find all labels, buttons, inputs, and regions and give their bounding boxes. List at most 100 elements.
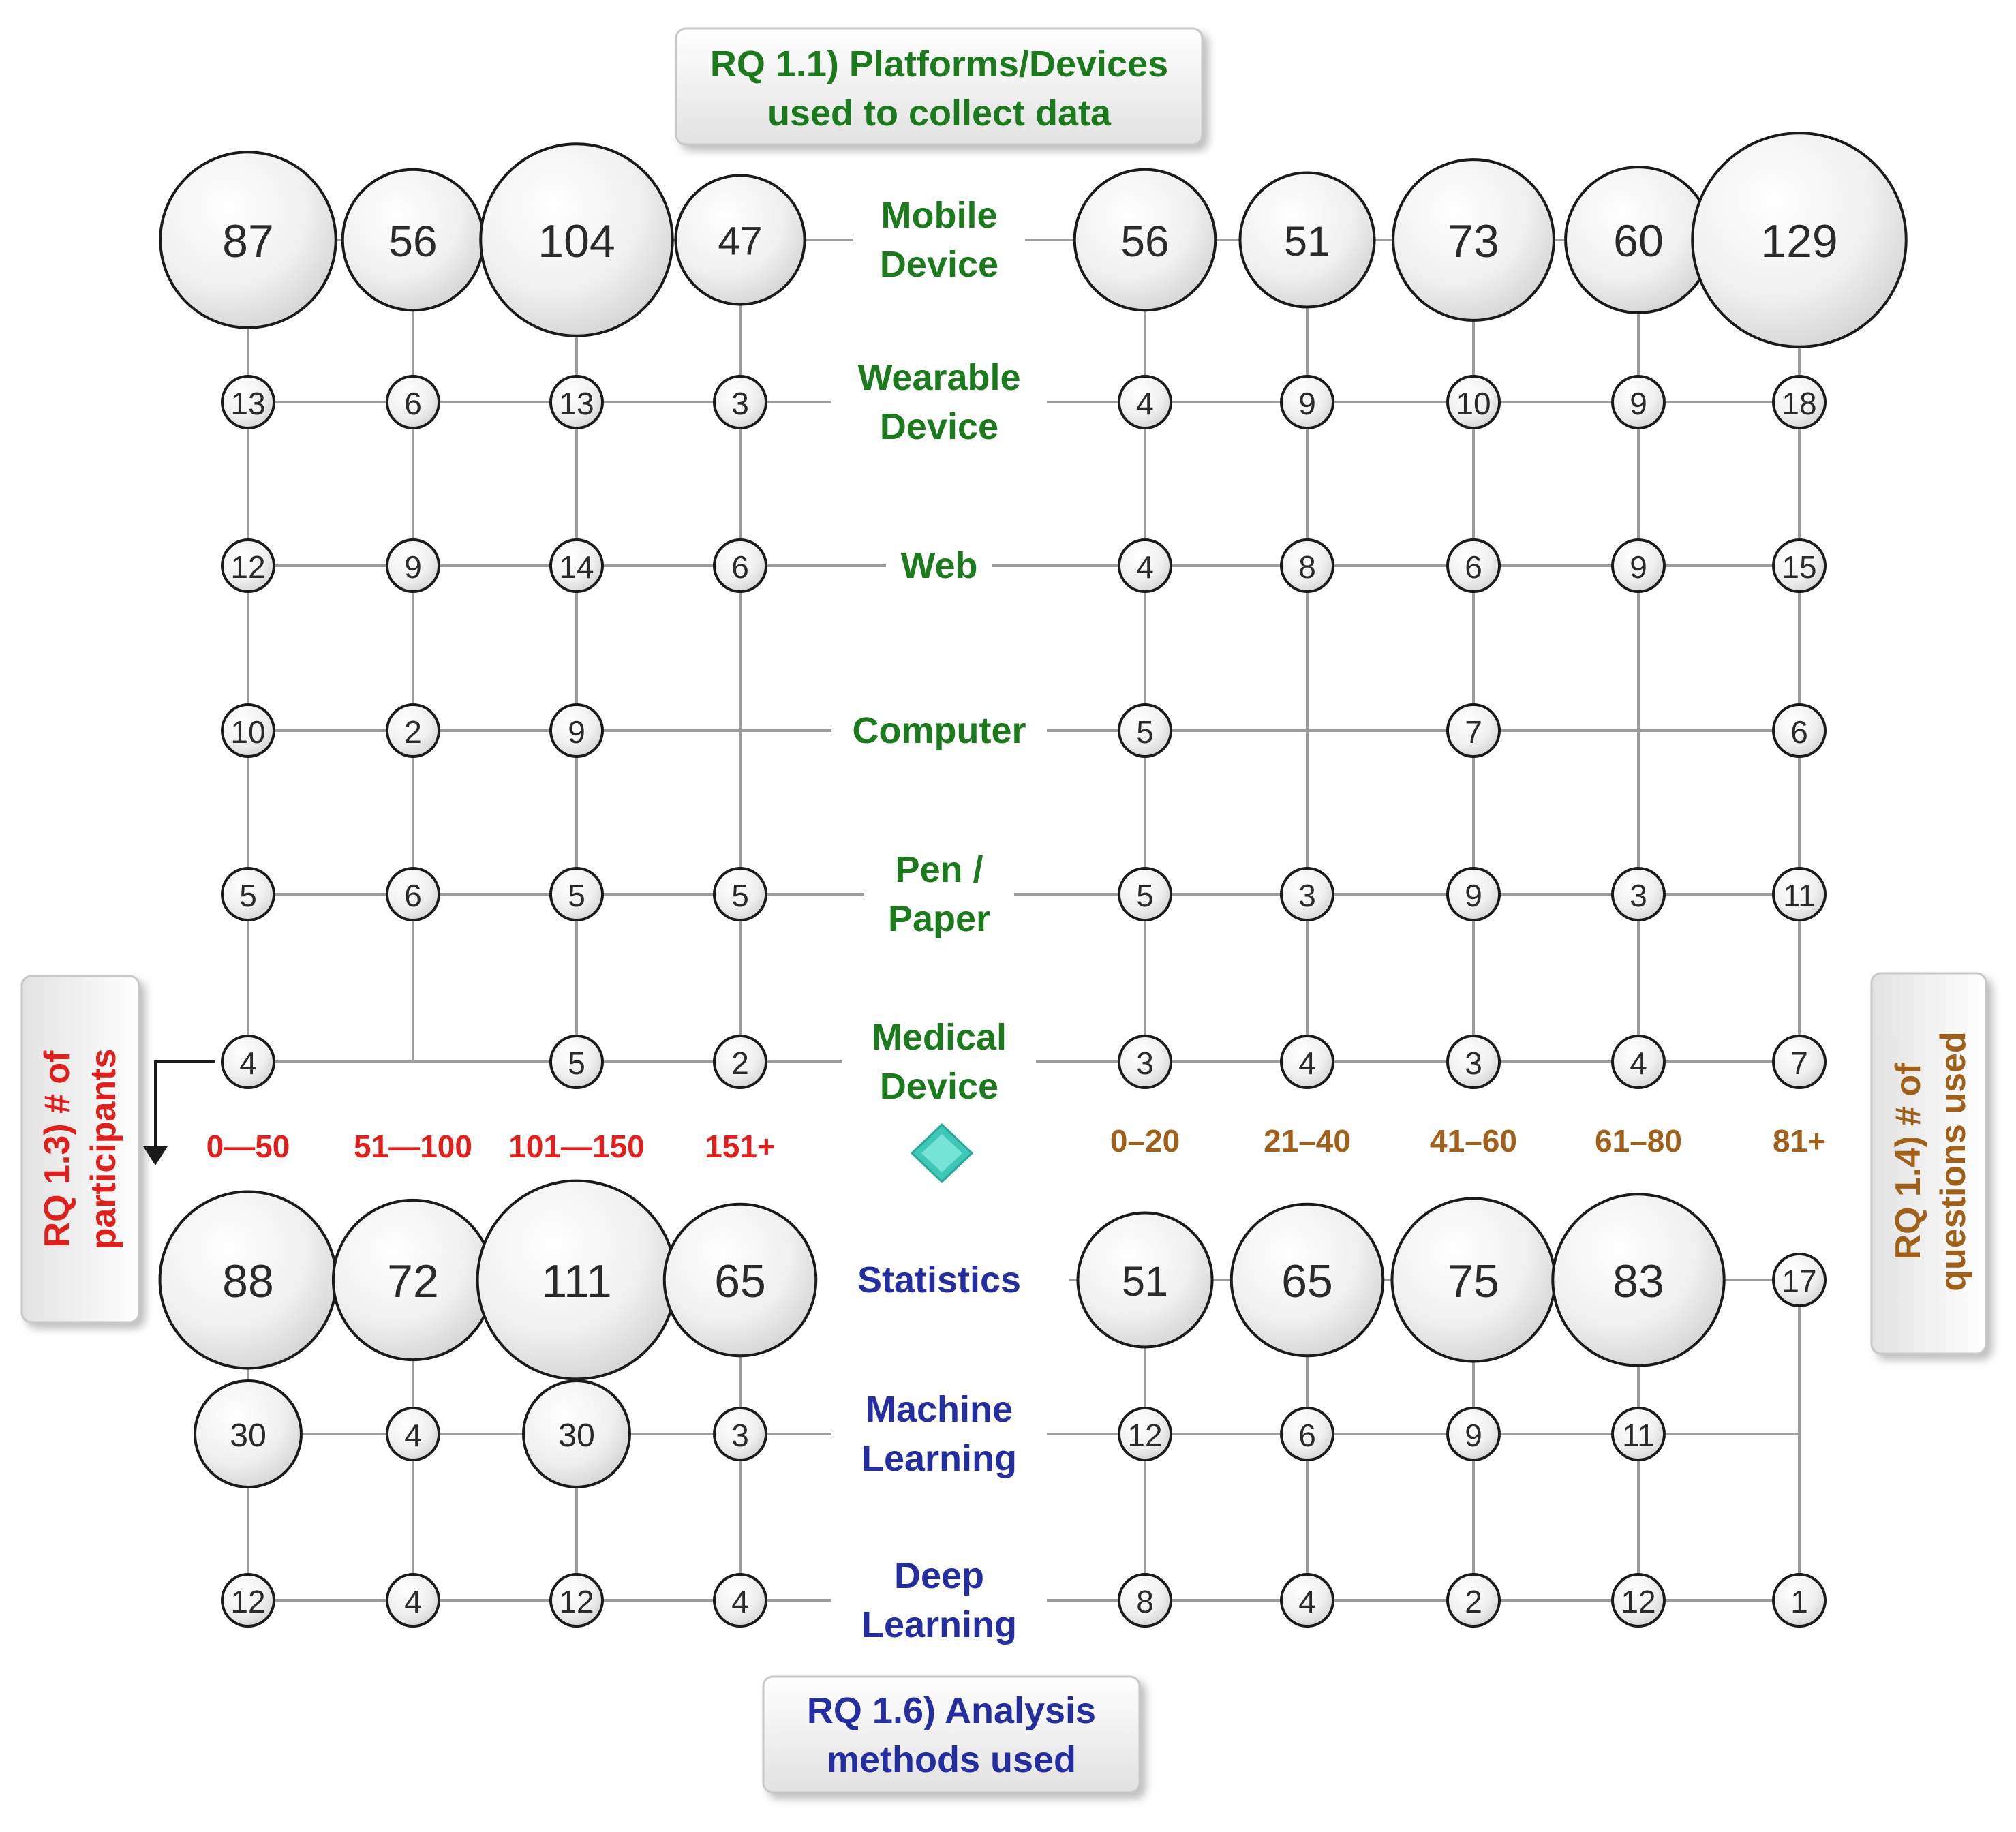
bubble-pen-paper-participants-2-circle <box>386 867 440 921</box>
bubble-web-participants-1-value: 12 <box>230 549 265 585</box>
bubble-medical-device-participants-3-circle <box>549 1035 604 1089</box>
bubble-mobile-device-participants-2: 56 <box>341 168 485 312</box>
bubble-pen-paper-participants-1: 5 <box>221 867 275 921</box>
bubble-computer-participants-3: 9 <box>549 703 604 758</box>
bubble-medical-device-questions-2: 4 <box>1280 1035 1334 1089</box>
bubble-medical-device-questions-3-value: 3 <box>1465 1045 1482 1081</box>
row-label-deep-learning: Deep <box>894 1555 984 1596</box>
bubble-wearable-device-participants-4-value: 3 <box>731 386 749 421</box>
bubble-deep-learning-participants-4-value: 4 <box>731 1584 749 1619</box>
grid-lines <box>247 239 1801 1602</box>
bubble-mobile-device-participants-3-circle <box>479 142 674 337</box>
bubble-medical-device-questions-1-value: 3 <box>1136 1045 1154 1081</box>
bubble-pen-paper-participants-4-value: 5 <box>731 878 749 913</box>
participant-group-label-2: 51—100 <box>354 1129 472 1164</box>
bubble-machine-learning-participants-1: 30 <box>194 1379 303 1488</box>
bubble-wearable-device-questions-2-value: 9 <box>1298 386 1316 421</box>
bubble-deep-learning-participants-2: 4 <box>386 1573 440 1628</box>
bubble-mobile-device-participants-1-value: 87 <box>222 215 274 267</box>
bubble-computer-questions-3-value: 7 <box>1465 714 1482 750</box>
row-label-web: Web <box>900 545 977 586</box>
bubble-pen-paper-questions-5-circle <box>1772 867 1827 921</box>
bubble-machine-learning-questions-4: 11 <box>1611 1407 1666 1461</box>
bubble-computer-questions-5-circle <box>1772 703 1827 758</box>
rq11-title-box: RQ 1.1) Platforms/Devices used to collec… <box>675 27 1204 146</box>
bubble-pen-paper-questions-3-value: 9 <box>1465 878 1482 913</box>
rq16-title-line1: RQ 1.6) Analysis <box>807 1690 1096 1731</box>
bubble-wearable-device-participants-3-value: 13 <box>559 386 594 421</box>
row-label-pen-paper: Paper <box>888 898 990 939</box>
rq13-title-box: RQ 1.3) # of participants <box>20 975 140 1324</box>
bubble-medical-device-participants-4-circle <box>713 1035 767 1089</box>
bubble-machine-learning-participants-4-circle <box>713 1407 767 1461</box>
bubble-statistics-questions-5-value: 17 <box>1782 1264 1816 1299</box>
bubble-wearable-device-participants-4: 3 <box>713 375 767 429</box>
row-label-wearable-device: Device <box>880 406 998 447</box>
bubble-web-questions-4: 9 <box>1611 538 1666 593</box>
bubble-pen-paper-questions-2-value: 3 <box>1298 878 1316 913</box>
bubble-wearable-device-participants-1-circle <box>221 375 275 429</box>
bubble-medical-device-questions-2-circle <box>1280 1035 1334 1089</box>
bubble-pen-paper-questions-5-value: 11 <box>1783 878 1816 913</box>
bubble-machine-learning-questions-2: 6 <box>1280 1407 1334 1461</box>
bubble-wearable-device-questions-2: 9 <box>1280 375 1334 429</box>
bubble-statistics-questions-3-value: 75 <box>1448 1255 1499 1307</box>
bubble-deep-learning-participants-3-value: 12 <box>559 1584 594 1619</box>
question-group-label-1: 0–20 <box>1110 1123 1180 1159</box>
row-label-statistics: Statistics <box>857 1260 1021 1300</box>
bubble-statistics-participants-2: 72 <box>331 1198 495 1362</box>
bubble-medical-device-questions-3-circle <box>1446 1035 1501 1089</box>
bubble-medical-device-participants-3-value: 5 <box>568 1045 585 1081</box>
bubble-medical-device-participants-4: 2 <box>713 1035 767 1089</box>
bubble-web-participants-2-value: 9 <box>404 549 422 585</box>
bubble-pen-paper-questions-3: 9 <box>1446 867 1501 921</box>
bubble-wearable-device-participants-1-value: 13 <box>230 386 265 421</box>
bubble-machine-learning-participants-1-value: 30 <box>230 1417 266 1454</box>
rq14-title-line2: questions used <box>1934 1031 1973 1291</box>
row-label-mobile-device: Mobile <box>881 195 998 236</box>
bubble-pen-paper-participants-3-value: 5 <box>568 878 585 913</box>
bubble-medical-device-questions-1-circle <box>1118 1035 1172 1089</box>
bubble-mobile-device-questions-5-circle <box>1691 132 1908 348</box>
bubble-statistics-questions-1: 51 <box>1076 1211 1214 1349</box>
bubble-machine-learning-questions-1-value: 12 <box>1127 1418 1162 1453</box>
bubble-web-questions-2-value: 8 <box>1298 549 1316 585</box>
bubble-deep-learning-participants-3-circle <box>549 1573 604 1628</box>
bubble-wearable-device-questions-3: 10 <box>1446 375 1501 429</box>
bubble-wearable-device-participants-4-circle <box>713 375 767 429</box>
bubble-mobile-device-participants-3-value: 104 <box>538 215 615 267</box>
bubble-web-questions-5-value: 15 <box>1782 549 1816 585</box>
bubble-web-participants-1: 12 <box>221 538 275 593</box>
bubble-wearable-device-questions-5: 18 <box>1772 375 1827 429</box>
bubble-web-participants-4-circle <box>713 538 767 593</box>
bubble-medical-device-questions-4: 4 <box>1611 1035 1666 1089</box>
bubble-wearable-device-participants-3: 13 <box>549 375 604 429</box>
bubble-deep-learning-questions-3: 2 <box>1446 1573 1501 1628</box>
row-label-machine-learning: Machine <box>866 1389 1013 1430</box>
bubble-wearable-device-questions-1: 4 <box>1118 375 1172 429</box>
bubble-web-participants-4: 6 <box>713 538 767 593</box>
bubble-medical-device-questions-4-circle <box>1611 1035 1666 1089</box>
bubble-web-participants-3: 14 <box>549 538 604 593</box>
bubble-statistics-participants-2-value: 72 <box>387 1255 439 1307</box>
bubble-deep-learning-questions-2-circle <box>1280 1573 1334 1628</box>
bubble-medical-device-questions-3: 3 <box>1446 1035 1501 1089</box>
row-label-medical-device: Medical <box>872 1017 1007 1058</box>
bubble-deep-learning-questions-5-value: 1 <box>1790 1584 1808 1619</box>
bubble-deep-learning-questions-4-value: 12 <box>1621 1584 1655 1619</box>
bubble-medical-device-participants-1: 4 <box>221 1035 275 1089</box>
bubble-machine-learning-questions-1-circle <box>1118 1407 1172 1461</box>
bubble-machine-learning-questions-4-circle <box>1611 1407 1666 1461</box>
participant-group-label-3: 101—150 <box>508 1129 645 1164</box>
row-label-deep-learning: Learning <box>861 1604 1017 1645</box>
bubble-wearable-device-questions-4-circle <box>1611 375 1666 429</box>
bubble-web-questions-4-value: 9 <box>1630 549 1647 585</box>
bubble-pen-paper-participants-3-circle <box>549 867 604 921</box>
bubble-computer-participants-2-value: 2 <box>404 714 422 750</box>
bubble-pen-paper-participants-1-circle <box>221 867 275 921</box>
bubble-mobile-device-questions-5-value: 129 <box>1760 215 1837 267</box>
bubble-mobile-device-questions-3-value: 73 <box>1448 215 1499 267</box>
bubble-computer-questions-1-circle <box>1118 703 1172 758</box>
bubble-statistics-questions-5: 17 <box>1772 1253 1827 1307</box>
